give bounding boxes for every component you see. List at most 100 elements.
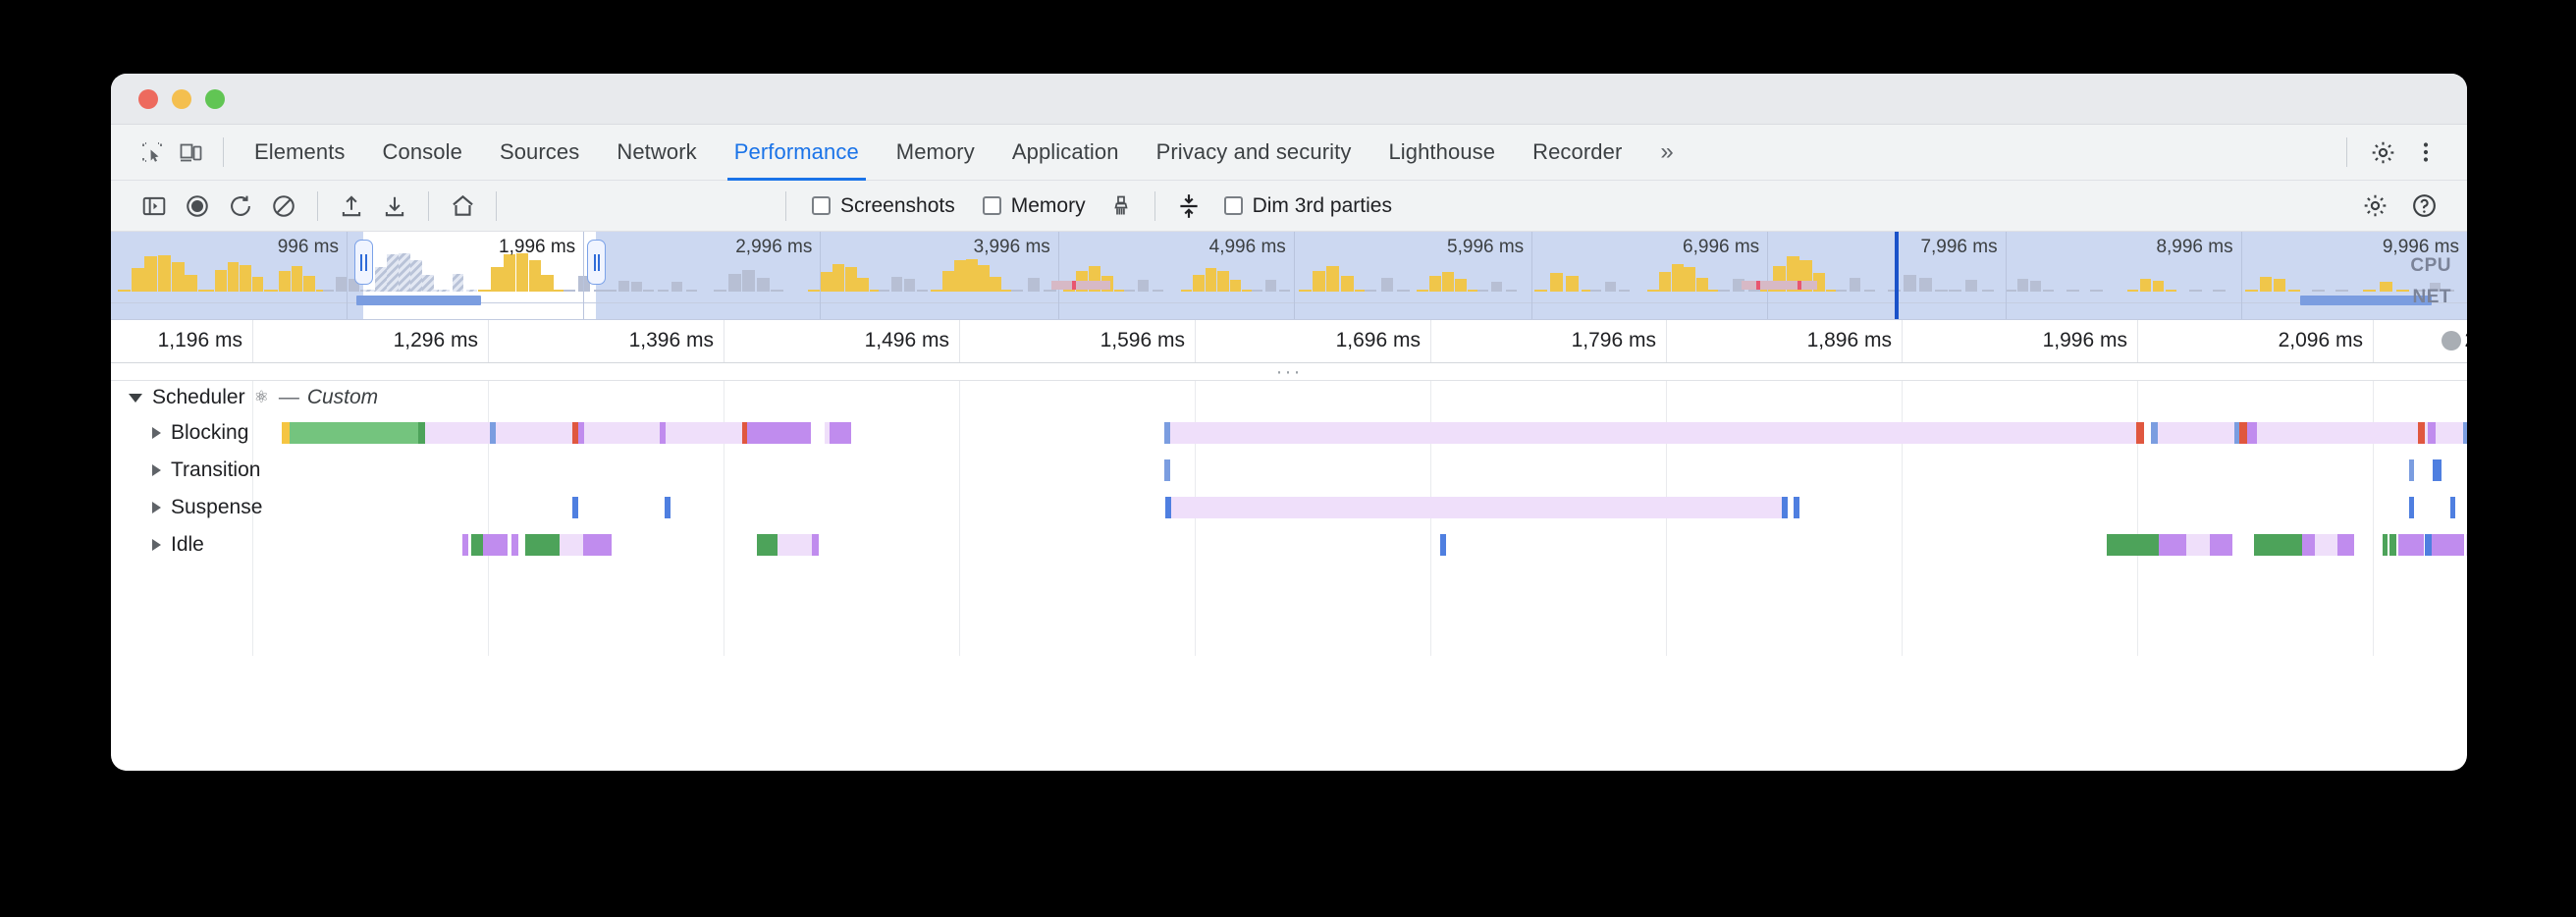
flame-bar[interactable] (2106, 534, 2159, 556)
flame-bar[interactable] (2463, 422, 2467, 444)
tab-application[interactable]: Application (1011, 139, 1119, 164)
track-bars-transition[interactable] (111, 459, 2467, 481)
flame-bar[interactable] (2315, 534, 2337, 556)
flame-bar[interactable] (1164, 459, 1170, 481)
tab-memory[interactable]: Memory (895, 139, 975, 164)
flame-bar[interactable] (756, 534, 778, 556)
flame-bar[interactable] (660, 422, 667, 444)
track-row-suspense[interactable]: Suspense (111, 489, 2467, 526)
flame-bar[interactable] (742, 422, 748, 444)
flame-bar[interactable] (2246, 422, 2258, 444)
flame-bar[interactable] (571, 422, 579, 444)
flame-bar[interactable] (812, 534, 820, 556)
flame-bar[interactable] (2234, 422, 2240, 444)
maximize-window-button[interactable] (205, 88, 225, 109)
flame-bar[interactable] (2239, 422, 2247, 444)
flame-bar[interactable] (282, 422, 291, 444)
flame-bar[interactable] (778, 534, 812, 556)
flame-bar[interactable] (1171, 497, 1782, 518)
flame-bar[interactable] (2302, 534, 2316, 556)
track-bars-suspense[interactable] (111, 497, 2467, 518)
overview-playhead[interactable] (1894, 232, 1899, 319)
chevron-down-icon[interactable] (129, 393, 142, 403)
horizontal-scrollbar-thumb[interactable] (2442, 331, 2461, 351)
flame-bar[interactable] (1439, 534, 1446, 556)
flame-bar[interactable] (511, 534, 518, 556)
flame-bar[interactable] (461, 534, 469, 556)
flame-bar[interactable] (560, 534, 584, 556)
flame-bar[interactable] (752, 422, 811, 444)
flame-bar[interactable] (2424, 534, 2432, 556)
flame-bar[interactable] (2337, 534, 2354, 556)
track-group-scheduler[interactable]: Scheduler ⚛ — Custom (111, 381, 2467, 414)
flame-bar[interactable] (2417, 422, 2425, 444)
toggle-sidebar-icon[interactable] (133, 187, 176, 226)
flame-bar[interactable] (572, 497, 578, 518)
overview-resize-handle[interactable] (587, 240, 607, 285)
record-icon[interactable] (176, 187, 219, 226)
flame-bar[interactable] (2158, 422, 2235, 444)
dim-3rd-parties-checkbox[interactable]: Dim 3rd parties (1223, 194, 1392, 218)
more-tabs-icon[interactable]: » (1660, 138, 1674, 165)
chevron-right-icon[interactable] (152, 539, 161, 551)
tab-lighthouse[interactable]: Lighthouse (1388, 139, 1496, 164)
flame-bar[interactable] (2135, 422, 2145, 444)
tab-network[interactable]: Network (617, 139, 697, 164)
flame-bar[interactable] (830, 422, 852, 444)
flame-bar[interactable] (1163, 422, 1170, 444)
tab-elements[interactable]: Elements (254, 139, 346, 164)
panel-resizer[interactable]: ··· (111, 361, 2467, 382)
flame-bar[interactable] (490, 422, 496, 444)
flame-bar[interactable] (665, 497, 671, 518)
track-row-idle[interactable]: Idle (111, 526, 2467, 564)
minimize-window-button[interactable] (172, 88, 191, 109)
download-profile-icon[interactable] (373, 187, 416, 226)
flame-bar[interactable] (2409, 497, 2415, 518)
flame-bar[interactable] (2450, 497, 2456, 518)
flame-bar[interactable] (583, 534, 612, 556)
clear-recording-icon[interactable] (262, 187, 305, 226)
device-toolbar-icon[interactable] (172, 133, 211, 172)
flame-bar[interactable] (483, 534, 509, 556)
flame-bar[interactable] (825, 422, 831, 444)
flame-bar[interactable] (1781, 497, 1788, 518)
flame-bar[interactable] (1169, 422, 2136, 444)
flame-bar[interactable] (2257, 422, 2467, 444)
chevron-right-icon[interactable] (152, 502, 161, 513)
flame-bar[interactable] (2428, 422, 2436, 444)
flame-bar[interactable] (2388, 534, 2396, 556)
track-label-transition[interactable]: Transition (111, 452, 260, 489)
chevron-right-icon[interactable] (152, 427, 161, 439)
settings-gear-icon[interactable] (2353, 187, 2396, 226)
memory-checkbox[interactable]: Memory (982, 194, 1086, 218)
flame-bar[interactable] (2158, 534, 2187, 556)
flame-bar[interactable] (2465, 534, 2467, 556)
track-bars-blocking[interactable] (111, 422, 2467, 444)
flame-bar[interactable] (525, 534, 561, 556)
flame-bar[interactable] (495, 422, 572, 444)
flame-bar[interactable] (2433, 459, 2442, 481)
track-label-suspense[interactable]: Suspense (111, 489, 262, 526)
flame-bar[interactable] (425, 422, 491, 444)
flame-bar[interactable] (2398, 534, 2424, 556)
flame-bar[interactable] (471, 534, 484, 556)
upload-profile-icon[interactable] (330, 187, 373, 226)
help-icon[interactable] (2402, 187, 2445, 226)
reload-and-record-icon[interactable] (219, 187, 262, 226)
tab-recorder[interactable]: Recorder (1532, 139, 1623, 164)
flame-bar[interactable] (2151, 422, 2159, 444)
flame-bar[interactable] (418, 422, 426, 444)
inspect-element-icon[interactable] (133, 133, 172, 172)
flame-bar[interactable] (1793, 497, 1799, 518)
flame-bar[interactable] (666, 422, 743, 444)
flame-bar[interactable] (1165, 497, 1171, 518)
track-bars-idle[interactable] (111, 534, 2467, 556)
flame-bar[interactable] (2409, 459, 2414, 481)
flame-bar[interactable] (747, 422, 753, 444)
track-label-idle[interactable]: Idle (111, 526, 204, 564)
flame-bar[interactable] (2431, 534, 2465, 556)
brush-icon[interactable] (1100, 187, 1143, 226)
dim-3rd-parties-checkbox-box[interactable] (1223, 196, 1243, 215)
